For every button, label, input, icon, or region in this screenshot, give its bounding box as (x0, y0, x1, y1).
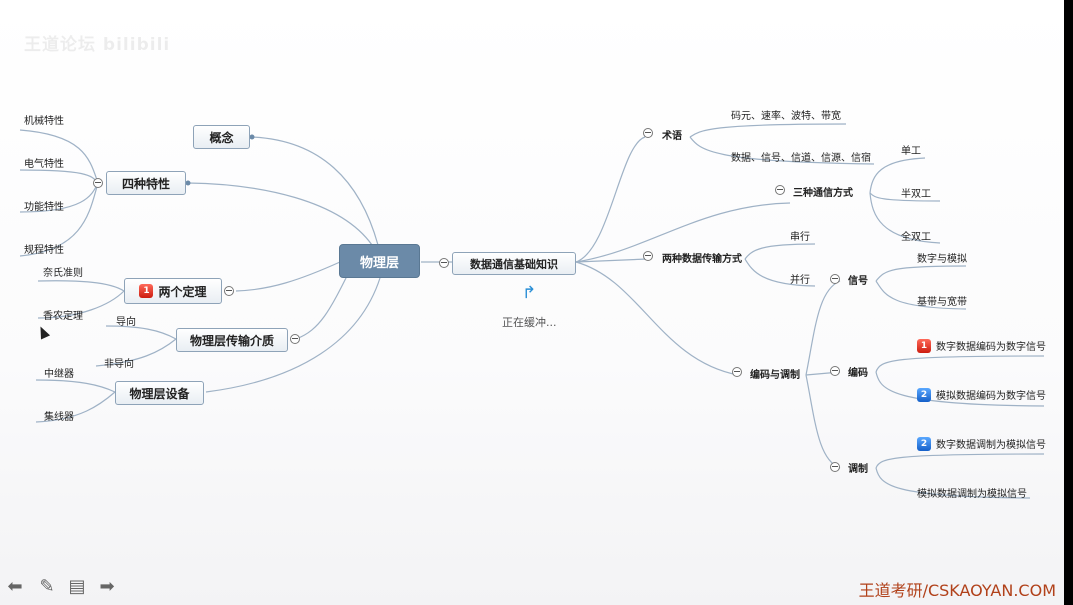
collapse-toggle-transfer[interactable] (643, 251, 653, 261)
collapse-toggle-modes[interactable] (775, 185, 785, 195)
guided-media[interactable]: 导向 (116, 317, 136, 328)
priority-2-badge: 2 (917, 436, 931, 451)
encode-item-1-label: 数字数据编码为数字信号 (936, 342, 1046, 353)
watermark: 王道论坛 bilibili (24, 35, 171, 55)
terms-node[interactable]: 术语 (662, 131, 682, 142)
hub[interactable]: 集线器 (44, 412, 74, 423)
shannon-theorem[interactable]: 香农定理 (43, 311, 83, 322)
full-duplex[interactable]: 全双工 (901, 232, 931, 243)
collapse-toggle-modulate[interactable] (830, 462, 840, 472)
trait-mechanical[interactable]: 机械特性 (24, 116, 64, 127)
root-node[interactable]: 物理层 (339, 244, 420, 278)
forward-arrow-icon[interactable]: ➡ (99, 576, 115, 597)
transfer-modes-node[interactable]: 两种数据传输方式 (662, 254, 742, 265)
loading-text: 正在缓冲... (502, 316, 557, 329)
modulate-item-2[interactable]: 模拟数据调制为模拟信号 (917, 489, 1027, 500)
digital-analog[interactable]: 数字与模拟 (917, 254, 967, 265)
parallel[interactable]: 并行 (790, 275, 810, 286)
devices-node[interactable]: 物理层设备 (115, 381, 204, 405)
encode-item-2-label: 模拟数据编码为数字信号 (936, 391, 1046, 402)
encode-item-1[interactable]: 1 数字数据编码为数字信号 (917, 338, 1046, 353)
comm-modes-node[interactable]: 三种通信方式 (793, 188, 853, 199)
encode-item-2[interactable]: 2 模拟数据编码为数字信号 (917, 387, 1046, 402)
collapse-toggle-terms[interactable] (643, 128, 653, 138)
collapse-toggle-coding[interactable] (732, 367, 742, 377)
notes-icon[interactable]: ▤ (68, 576, 86, 597)
loading-spinner-icon: ↱ (522, 283, 537, 303)
simplex[interactable]: 单工 (901, 146, 921, 157)
four-traits-node[interactable]: 四种特性 (106, 171, 186, 195)
collapse-toggle-four-traits[interactable] (93, 178, 103, 188)
presentation-toolbar: ⬅ ✎ ▤ ➡ (0, 574, 140, 602)
data-comm-basics-node[interactable]: 数据通信基础知识 (452, 252, 576, 275)
terms-item-data[interactable]: 数据、信号、信道、信源、信宿 (731, 153, 871, 164)
modulate-item-1[interactable]: 2 数字数据调制为模拟信号 (917, 436, 1046, 451)
collapse-toggle-media[interactable] (290, 334, 300, 344)
modulate-node[interactable]: 调制 (848, 464, 868, 475)
two-theorems-label: 两个定理 (158, 284, 207, 299)
back-arrow-icon[interactable]: ⬅ (7, 576, 23, 597)
trait-functional[interactable]: 功能特性 (24, 202, 64, 213)
modulate-item-1-label: 数字数据调制为模拟信号 (936, 440, 1046, 451)
priority-1-badge: 1 (139, 284, 154, 298)
trait-electrical[interactable]: 电气特性 (24, 159, 64, 170)
collapse-toggle-signal[interactable] (830, 274, 840, 284)
pen-icon[interactable]: ✎ (39, 576, 55, 597)
collapse-toggle-theorems[interactable] (224, 286, 234, 296)
coding-modulation-node[interactable]: 编码与调制 (750, 370, 800, 381)
signal-node[interactable]: 信号 (848, 276, 868, 287)
baseband-broadband[interactable]: 基带与宽带 (917, 297, 967, 308)
priority-2-badge: 2 (917, 387, 931, 402)
priority-1-badge: 1 (917, 338, 931, 353)
collapse-toggle-main[interactable] (439, 258, 449, 268)
half-duplex[interactable]: 半双工 (901, 189, 931, 200)
nyquist-criterion[interactable]: 奈氏准则 (43, 268, 83, 279)
trait-procedural[interactable]: 规程特性 (24, 245, 64, 256)
concept-node[interactable]: 概念 (193, 125, 250, 149)
serial[interactable]: 串行 (790, 232, 810, 243)
credit-watermark: 王道考研/CSKAOYAN.COM (858, 581, 1056, 600)
collapse-toggle-encode[interactable] (830, 366, 840, 376)
terms-item-rate[interactable]: 码元、速率、波特、带宽 (731, 111, 841, 122)
two-theorems-node[interactable]: 1 两个定理 (124, 278, 222, 304)
unguided-media[interactable]: 非导向 (104, 359, 134, 370)
encode-node[interactable]: 编码 (848, 368, 868, 379)
transmission-media-node[interactable]: 物理层传输介质 (176, 328, 288, 352)
repeater[interactable]: 中继器 (44, 369, 74, 380)
